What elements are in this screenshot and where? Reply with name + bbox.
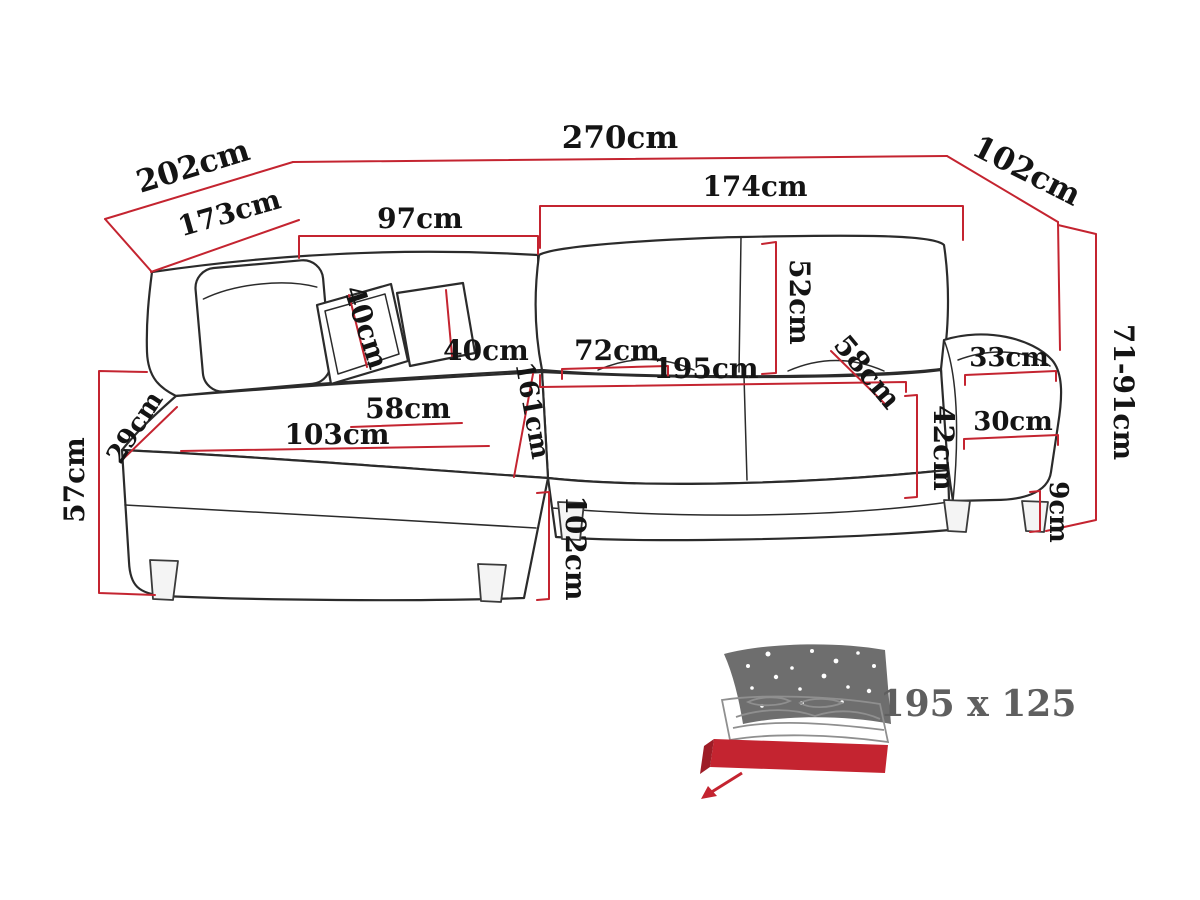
dim-label-57: 57cm <box>58 437 91 523</box>
star-icon <box>765 651 771 657</box>
dim-label-71-91: 71-91cm <box>1107 324 1140 460</box>
sofa-backrest-tuft-left <box>597 358 695 371</box>
dim-line-71-91 <box>1045 224 1097 532</box>
bed-pillow-left <box>745 696 793 707</box>
star-icon <box>856 651 860 655</box>
star-icon <box>872 664 876 668</box>
star-icon <box>810 649 814 653</box>
sofa-chaise-front-seam <box>124 504 537 529</box>
dim-line-161 <box>513 373 534 478</box>
dim-line-102-top <box>946 155 1059 223</box>
sofa-headrest-body <box>194 259 332 393</box>
dim-line-58-left <box>350 422 463 428</box>
dim-line-195 <box>539 374 907 393</box>
dim-line-270 <box>292 155 948 163</box>
dim-line-72 <box>561 365 669 380</box>
star-icon <box>846 685 850 689</box>
sofa-leg-chaise-left <box>149 559 179 601</box>
dim-line-40-b <box>445 289 453 357</box>
dim-ext-top-left <box>104 218 152 272</box>
dim-label-30: 30cm <box>973 407 1053 437</box>
sofa-seat-cushion-split <box>743 375 748 481</box>
dim-line-202 <box>104 161 294 220</box>
sofa-headrest-fold-line <box>202 282 318 300</box>
dimension-lines <box>98 155 1097 601</box>
star-icon <box>790 666 794 670</box>
star-icon <box>773 674 779 680</box>
dim-line-103 <box>180 445 490 452</box>
dim-line-30 <box>963 434 1059 450</box>
dim-label-72: 72cm <box>574 334 660 367</box>
dim-label-58-left: 58cm <box>365 392 451 425</box>
star-icon <box>833 658 839 664</box>
dim-line-173 <box>150 219 300 273</box>
dim-line-29 <box>120 406 178 462</box>
dim-label-9: 9cm <box>1043 481 1073 542</box>
dim-line-42 <box>904 394 918 499</box>
dim-label-52: 52cm <box>783 259 816 345</box>
dim-label-40-b: 40cm <box>443 334 529 367</box>
star-icon <box>798 687 802 691</box>
dim-line-40-pillow <box>348 294 368 368</box>
sofa-leg-front-right <box>943 499 971 533</box>
dim-ext-top-right <box>1057 221 1061 351</box>
sofa-leg-chaise-right <box>477 563 507 603</box>
dim-line-102-bottom <box>536 491 550 601</box>
dim-label-195: 195cm <box>653 352 758 385</box>
star-icon <box>746 664 750 668</box>
dim-label-270: 270cm <box>562 120 679 156</box>
sofa-seat-right-front-seam <box>551 501 950 516</box>
sofa-leg-middle <box>557 501 585 541</box>
sofa-right-backrest <box>534 234 950 378</box>
pullout-arrow <box>709 771 743 795</box>
sofa-backrest-tuft-right <box>787 359 885 372</box>
sleeping-area-label: 195 x 125 <box>880 683 1077 725</box>
dim-label-42: 42cm <box>927 405 960 491</box>
bed-pillow-right <box>798 697 845 709</box>
dim-label-103: 103cm <box>284 418 389 451</box>
dim-label-33: 33cm <box>969 343 1049 373</box>
dim-label-174: 174cm <box>702 170 807 203</box>
star-icon <box>750 686 754 690</box>
sofa-headrest <box>194 259 332 393</box>
bed-duvet-wave <box>735 709 881 720</box>
dim-line-33 <box>964 370 1057 386</box>
dim-line-57 <box>98 370 156 596</box>
sofa-pillow-left-inner <box>324 293 400 375</box>
sofa-armrest-pad-line <box>957 351 1051 367</box>
sofa-backrest-seam <box>738 236 742 373</box>
dim-line-58-right <box>830 350 885 404</box>
pullout-arrow-head <box>701 786 717 799</box>
sleeping-function-icon <box>700 644 891 799</box>
dim-line-9 <box>1029 490 1041 533</box>
dim-label-97: 97cm <box>377 202 463 235</box>
dim-line-52 <box>761 241 777 375</box>
star-icon <box>821 673 827 679</box>
sofa-armrest-inner-line <box>943 339 958 502</box>
sofa-drawing <box>120 234 1063 603</box>
sofa-pillow-right <box>395 281 477 368</box>
dim-line-174 <box>539 205 964 249</box>
bed-duvet-wave-2 <box>732 722 885 731</box>
bed-base-side <box>700 739 714 774</box>
bed-base <box>710 739 888 773</box>
bed-backdrop <box>724 644 891 724</box>
dim-label-102-bottom: 102cm <box>559 495 592 600</box>
star-icon <box>866 688 872 694</box>
dim-line-97 <box>298 235 539 259</box>
